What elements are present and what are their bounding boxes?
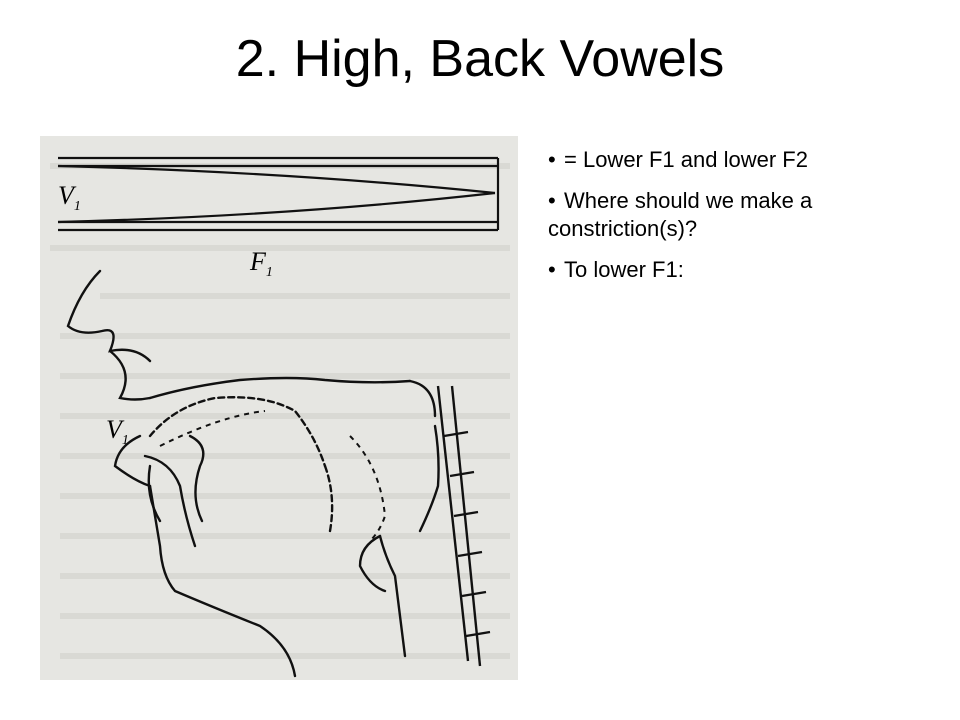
vocal-tract-figure: V1 F1 <box>40 136 518 680</box>
bullet-text: Where should we make a constriction(s)? <box>548 187 813 242</box>
bullet-item: • To lower F1: <box>548 256 948 285</box>
bullet-item: •Where should we make a constriction(s)? <box>548 187 948 244</box>
bullet-marker: • <box>548 256 556 282</box>
tube-f1-label: F1 <box>249 247 273 280</box>
bullet-marker: • <box>548 147 556 172</box>
background-texture <box>50 163 510 659</box>
vocal-tract-diagram: V1 F1 <box>50 156 510 678</box>
slide-title: 2. High, Back Vowels <box>235 30 725 88</box>
tube-model <box>57 156 500 232</box>
bullet-list: •= Lower F1 and lower F2 •Where should w… <box>548 146 948 296</box>
bullet-item: • = Lower F1 and lower F2 <box>548 146 948 175</box>
bullet-text: To lower F1: <box>564 256 684 282</box>
bullet-marker: • <box>548 187 556 213</box>
mouth-v1-label: V1 <box>106 415 129 448</box>
tube-v1-label: V1 <box>58 181 81 214</box>
bullet-text: = Lower F1 and lower F2 <box>564 147 808 172</box>
head-outline <box>66 269 440 678</box>
tongue-dashed <box>159 410 387 542</box>
spine <box>436 385 491 667</box>
